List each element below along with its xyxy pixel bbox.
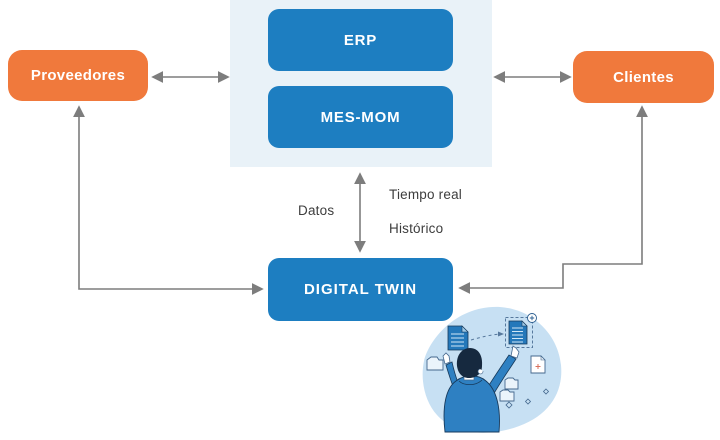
node-digital-twin: DIGITAL TWIN — [268, 258, 453, 321]
dashed-link-arrowhead — [498, 331, 504, 337]
illustration-blob — [422, 306, 562, 433]
folder-icon-left — [426, 356, 444, 371]
label-datos: Datos — [298, 203, 335, 218]
document-icon-left — [447, 325, 469, 351]
dashed-link — [470, 333, 500, 341]
label-historico: Histórico — [389, 221, 444, 236]
document-icon-selected — [505, 313, 537, 348]
label-tiempo-real: Tiempo real — [389, 187, 462, 202]
plus-badge-icon — [527, 313, 537, 323]
node-erp: ERP — [268, 9, 453, 71]
diamond-icons — [505, 388, 550, 409]
person-figure — [442, 345, 520, 433]
node-clientes: Clientes — [573, 51, 714, 103]
node-proveedores: Proveedores — [8, 50, 148, 101]
folder-icons-bottom — [499, 377, 519, 402]
new-document-icon — [530, 355, 546, 374]
node-mes-mom: MES-MOM — [268, 86, 453, 148]
